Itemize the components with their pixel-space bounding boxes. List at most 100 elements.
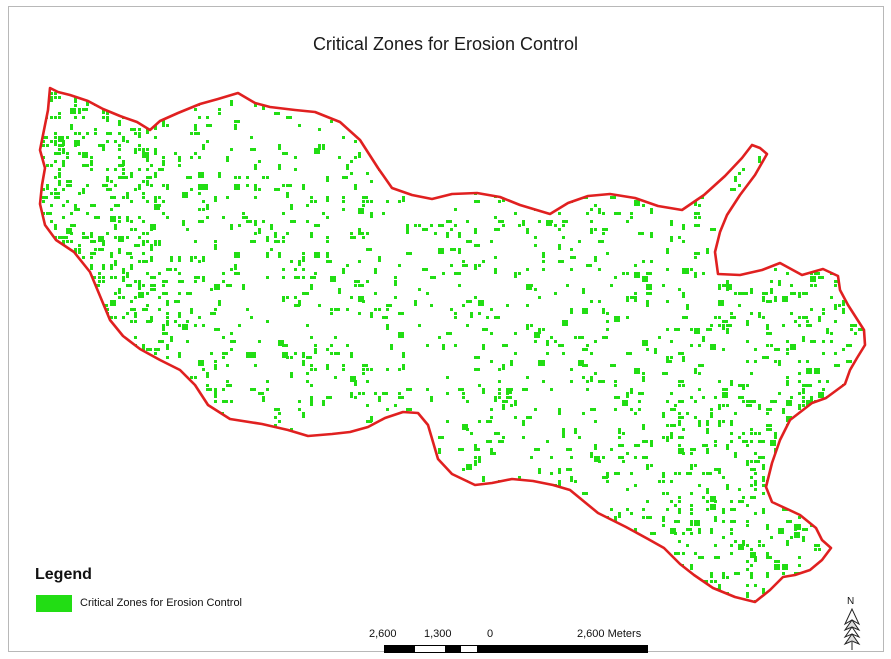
critical-zone-cell: [690, 328, 693, 331]
critical-zone-cell: [698, 216, 701, 219]
critical-zone-cell: [146, 152, 149, 158]
critical-zone-cell: [126, 400, 129, 403]
critical-zone-cell: [390, 344, 393, 350]
critical-zone-cell: [66, 308, 69, 311]
critical-zone-cell: [594, 580, 597, 586]
critical-zone-cell: [114, 236, 117, 239]
critical-zone-cell: [74, 520, 80, 523]
critical-zone-cell: [686, 304, 689, 310]
critical-zone-cell: [574, 520, 577, 523]
critical-zone-cell: [366, 436, 369, 439]
critical-zone-cell: [70, 232, 73, 235]
critical-zone-cell: [810, 160, 813, 166]
critical-zone-cell: [458, 232, 461, 238]
scale-label-mid: 1,300: [424, 628, 452, 640]
critical-zone-cell: [694, 400, 697, 403]
critical-zone-cell: [230, 348, 233, 351]
critical-zone-cell: [698, 484, 701, 487]
critical-zone-cell: [130, 308, 136, 311]
critical-zone-cell: [374, 492, 380, 495]
critical-zone-cell: [802, 504, 805, 510]
critical-zone-cell: [734, 412, 737, 415]
critical-zone-cell: [686, 572, 689, 575]
critical-zone-cell: [750, 576, 753, 579]
critical-zone-cell: [610, 112, 613, 115]
critical-zone-cell: [386, 324, 389, 330]
critical-zone-cell: [398, 564, 401, 567]
critical-zone-cell: [806, 180, 809, 183]
critical-zone-cell: [702, 336, 705, 342]
critical-zone-cell: [130, 368, 133, 371]
critical-zone-cell: [542, 556, 545, 559]
critical-zone-cell: [122, 176, 128, 179]
critical-zone-cell: [650, 464, 653, 467]
critical-zone-cell: [118, 236, 124, 242]
critical-zone-cell: [606, 320, 609, 323]
critical-zone-cell: [786, 228, 789, 231]
critical-zone-cell: [258, 436, 261, 439]
critical-zone-cell: [370, 368, 373, 371]
critical-zone-cell: [654, 584, 657, 587]
critical-zone-cell: [154, 408, 157, 414]
critical-zone-cell: [78, 432, 84, 435]
critical-zone-cell: [350, 160, 353, 163]
critical-zone-cell: [66, 368, 69, 371]
critical-zone-cell: [294, 168, 297, 171]
critical-zone-cell: [866, 492, 869, 498]
critical-zone-cell: [190, 132, 193, 135]
critical-zone-cell: [706, 488, 709, 494]
critical-zone-cell: [78, 248, 81, 254]
critical-zone-cell: [282, 240, 285, 243]
critical-zone-cell: [322, 400, 325, 406]
critical-zone-cell: [694, 272, 697, 278]
critical-zone-cell: [598, 560, 601, 566]
critical-zone-cell: [558, 260, 564, 263]
critical-zone-cell: [634, 412, 637, 415]
critical-zone-cell: [806, 384, 812, 387]
critical-zone-cell: [102, 348, 105, 351]
critical-zone-cell: [194, 108, 197, 111]
critical-zone-cell: [818, 464, 821, 470]
critical-zone-cell: [494, 116, 497, 119]
critical-zone-cell: [590, 408, 596, 411]
critical-zone-cell: [730, 420, 733, 426]
critical-zone-cell: [674, 572, 677, 578]
critical-zone-cell: [850, 272, 853, 278]
critical-zone-cell: [770, 216, 773, 219]
critical-zone-cell: [678, 444, 681, 447]
critical-zone-cell: [802, 528, 808, 531]
critical-zone-cell: [146, 156, 149, 162]
critical-zone-cell: [70, 380, 73, 383]
critical-zone-cell: [814, 176, 817, 179]
critical-zone-cell: [710, 408, 713, 411]
critical-zone-cell: [546, 220, 552, 226]
critical-zone-cell: [494, 560, 500, 563]
critical-zone-cell: [778, 280, 781, 286]
critical-zone-cell: [866, 344, 869, 347]
critical-zone-cell: [862, 476, 865, 482]
critical-zone-cell: [226, 572, 232, 575]
critical-zone-cell: [598, 240, 604, 243]
critical-zone-cell: [166, 104, 169, 107]
critical-zone-cell: [342, 592, 348, 595]
critical-zone-cell: [342, 568, 345, 571]
critical-zone-cell: [662, 568, 665, 571]
critical-zone-cell: [706, 420, 709, 426]
critical-zone-cell: [646, 160, 649, 163]
critical-zone-cell: [566, 152, 572, 155]
critical-zone-cell: [258, 468, 261, 471]
critical-zone-cell: [862, 416, 865, 422]
critical-zone-cell: [550, 388, 553, 391]
critical-zone-cell: [62, 164, 65, 167]
critical-zone-cell: [838, 408, 841, 414]
critical-zone-cell: [390, 512, 393, 515]
critical-zone-cell: [40, 484, 44, 487]
critical-zone-cell: [110, 96, 113, 99]
critical-zone-cell: [746, 400, 752, 403]
critical-zone-cell: [634, 444, 640, 447]
critical-zone-cell: [158, 556, 164, 559]
critical-zone-cell: [130, 264, 133, 270]
critical-zone-cell: [858, 400, 864, 406]
critical-zone-cell: [154, 148, 157, 154]
critical-zone-cell: [66, 392, 69, 398]
